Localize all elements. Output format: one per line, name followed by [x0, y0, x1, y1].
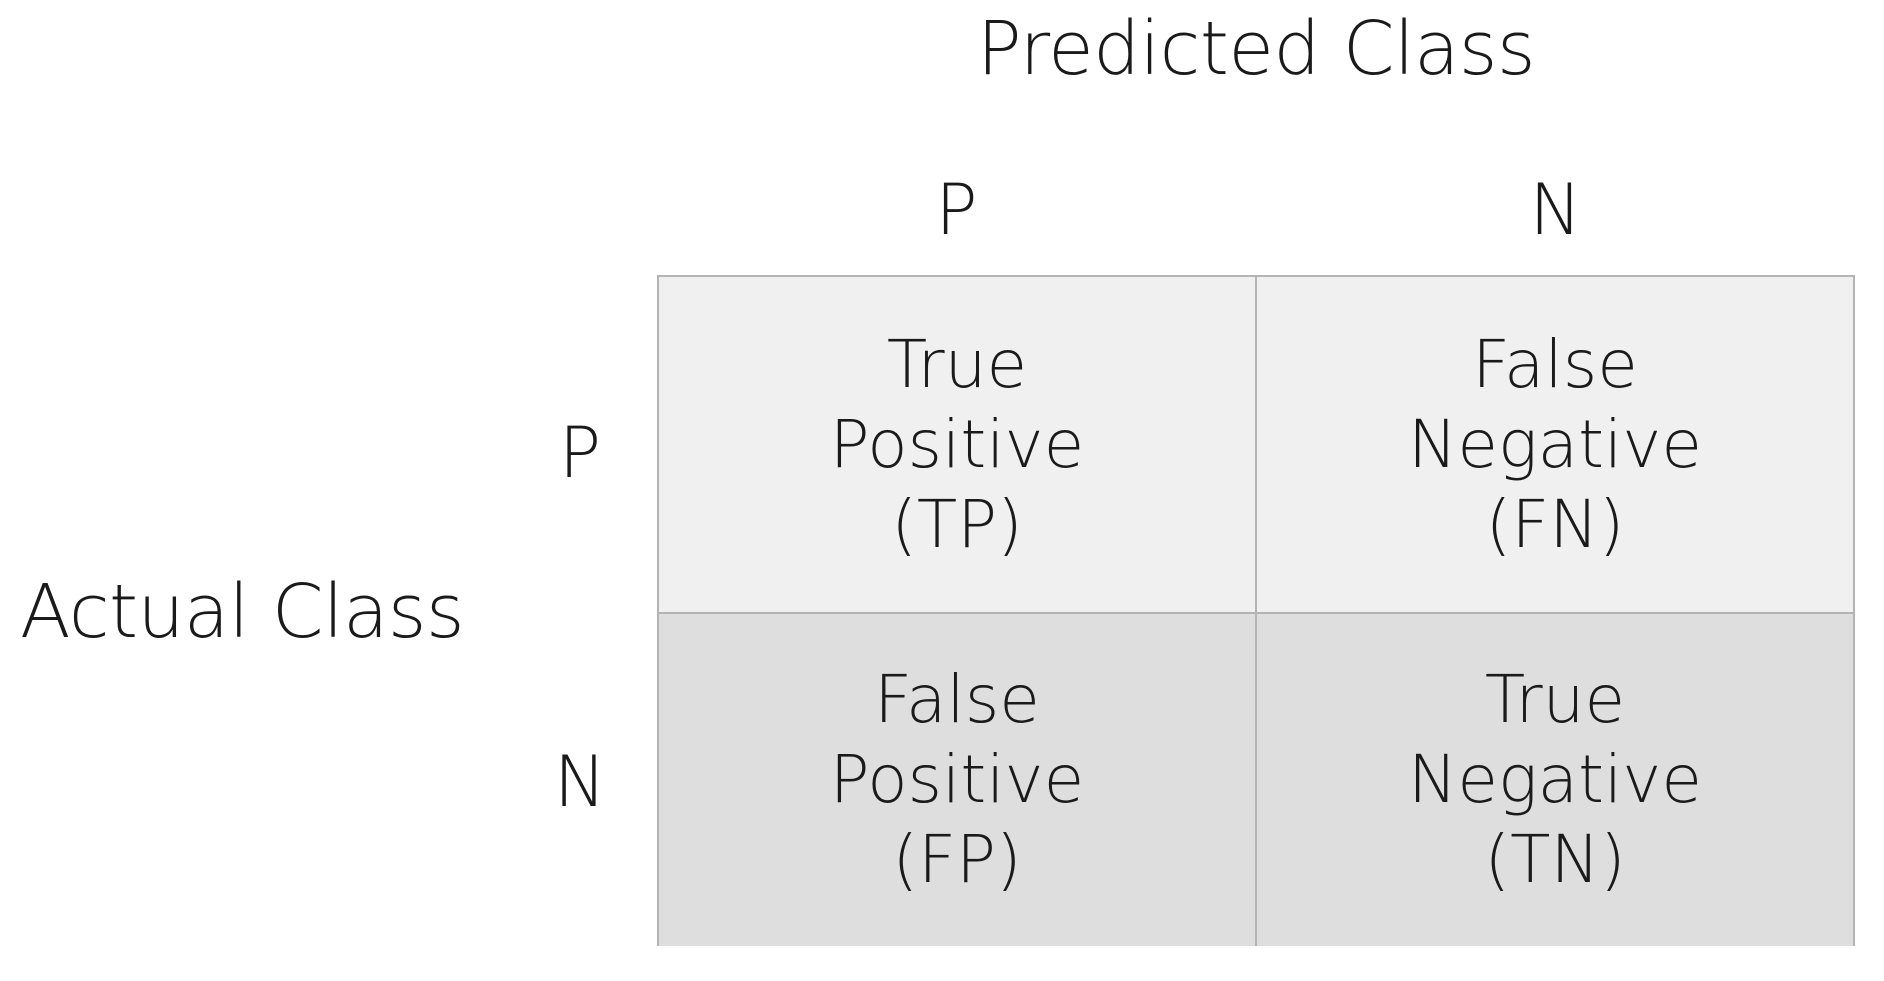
cell-true-positive-line1: True	[886, 325, 1028, 403]
cell-false-negative-line1: False	[1472, 325, 1638, 403]
cell-true-positive-line2: Positive	[829, 405, 1085, 483]
cell-false-positive-line2: Positive	[829, 741, 1085, 818]
cell-false-negative: False Negative (FN)	[1255, 277, 1853, 612]
row-header-p: P	[558, 412, 602, 494]
matrix-row-actual-p: True Positive (TP) False Negative (FN)	[659, 277, 1853, 612]
column-header-n: N	[1529, 169, 1582, 251]
matrix-row-actual-n: False Positive (FP) True Negative (TN)	[659, 612, 1853, 946]
row-header-n: N	[553, 741, 607, 823]
predicted-class-axis-title: Predicted Class	[976, 6, 1536, 92]
cell-false-negative-line2: Negative	[1408, 405, 1702, 483]
cell-false-positive: False Positive (FP)	[659, 614, 1255, 946]
column-header-row: P N	[657, 160, 1855, 260]
cell-true-negative-line2: Negative	[1408, 741, 1702, 818]
cell-true-negative-line1: True	[1484, 661, 1626, 738]
actual-class-axis-title: Actual Class	[20, 569, 465, 655]
cell-true-positive-abbr: (TP)	[891, 485, 1023, 563]
cell-true-positive: True Positive (TP)	[659, 277, 1255, 612]
cell-false-negative-abbr: (FN)	[1485, 485, 1625, 563]
cell-true-negative: True Negative (TN)	[1255, 614, 1853, 946]
cell-true-negative-abbr: (TN)	[1484, 821, 1626, 898]
cell-false-positive-abbr: (FP)	[892, 821, 1022, 898]
cell-false-positive-line1: False	[874, 661, 1040, 738]
column-header-p: P	[935, 169, 978, 251]
confusion-matrix-table: True Positive (TP) False Negative (FN) F…	[657, 275, 1855, 946]
